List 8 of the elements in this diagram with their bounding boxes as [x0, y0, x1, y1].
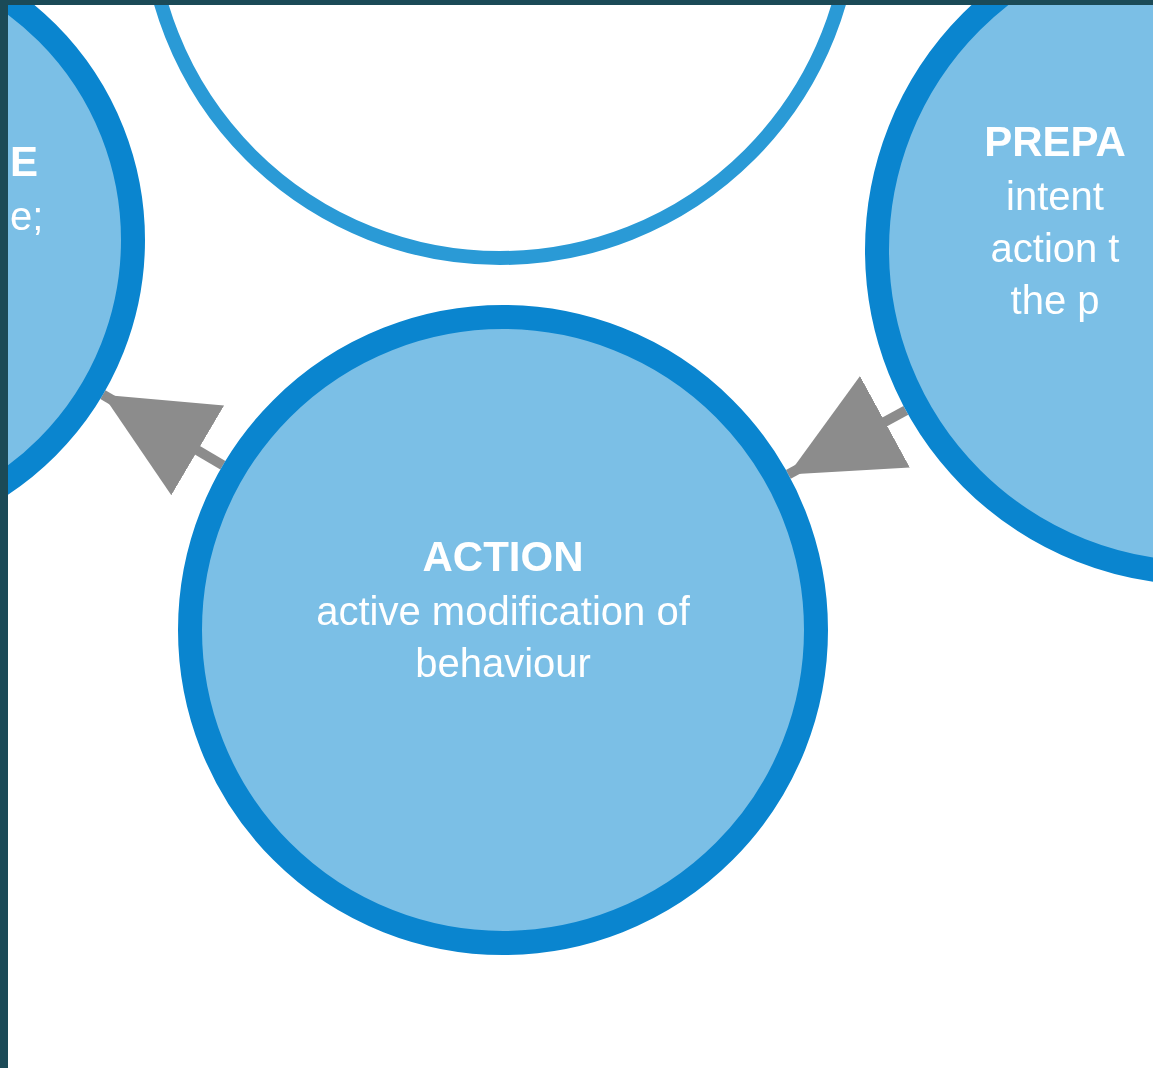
stage-title: E	[10, 137, 39, 187]
stage-title: ACTION	[421, 532, 585, 582]
stage-description: active modification of behaviour	[315, 587, 691, 687]
stage-description: intent action t the p	[989, 172, 1121, 324]
arrow	[100, 390, 226, 496]
stage-description: e;	[10, 192, 45, 240]
stage-title: PREPA	[983, 117, 1127, 167]
arrow	[785, 376, 910, 479]
